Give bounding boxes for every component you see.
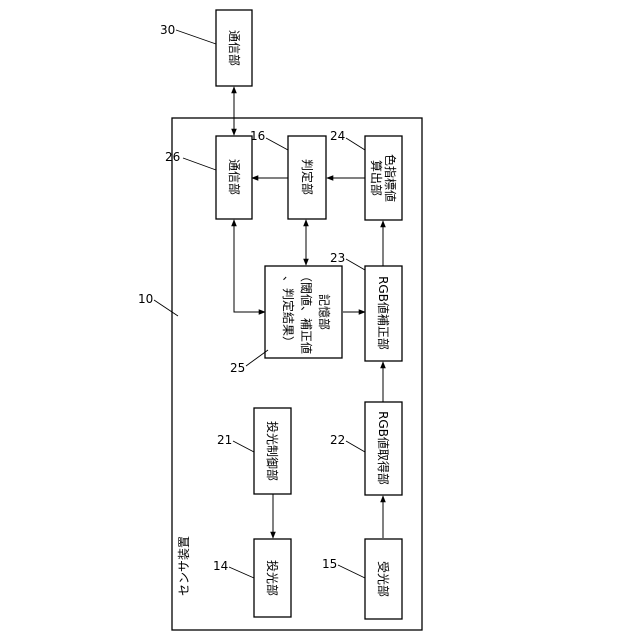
leader-23 — [346, 259, 365, 270]
leader-22 — [346, 441, 365, 452]
block-projector: 投光部 — [254, 539, 291, 617]
block-rgb-correct: RGB値補正部 — [365, 266, 402, 361]
ref-24: 24 — [330, 129, 345, 143]
block-comm-label: 通信部 — [227, 159, 242, 195]
ref-30: 30 — [160, 23, 175, 37]
block-storage-line2: （閾値、補正値 — [299, 270, 314, 354]
leader-10 — [154, 300, 178, 316]
ref-25: 25 — [230, 361, 245, 375]
ref-23: 23 — [330, 251, 345, 265]
ref-15: 15 — [322, 557, 337, 571]
block-comm: 通信部 — [216, 136, 252, 219]
block-comm-external: 通信部 — [216, 10, 252, 86]
ref-16: 16 — [250, 129, 265, 143]
block-storage-line3: 、判定結果） — [281, 276, 296, 348]
leader-15 — [338, 565, 365, 578]
block-receiver: 受光部 — [365, 539, 402, 619]
block-rgb-correct-label: RGB値補正部 — [376, 276, 391, 350]
block-comm-external-label: 通信部 — [227, 30, 242, 66]
block-proj-control: 投光制御部 — [254, 408, 291, 494]
ref-22: 22 — [330, 433, 345, 447]
arrow-comm-storage — [234, 220, 265, 312]
leader-30 — [176, 30, 216, 44]
block-storage: 記憶部 （閾値、補正値 、判定結果） — [265, 266, 342, 358]
ref-14: 14 — [213, 559, 228, 573]
block-projector-label: 投光部 — [265, 560, 280, 596]
ref-21: 21 — [217, 433, 232, 447]
block-storage-line1: 記憶部 — [317, 294, 332, 330]
block-proj-control-label: 投光制御部 — [265, 421, 280, 481]
leader-26 — [183, 158, 216, 170]
leader-14 — [229, 567, 254, 578]
sensor-device-title: センサ装置 — [177, 536, 191, 596]
block-color-calc-line1: 色指標値 — [383, 154, 398, 202]
block-judge-label: 判定部 — [300, 159, 315, 195]
leader-16 — [266, 138, 288, 150]
block-color-calc-line2: 算出部 — [369, 160, 384, 196]
block-rgb-acquire: RGB値取得部 — [365, 402, 402, 495]
block-judge: 判定部 — [288, 136, 326, 219]
ref-10: 10 — [138, 292, 153, 306]
block-receiver-label: 受光部 — [376, 561, 391, 597]
ref-26: 26 — [165, 150, 180, 164]
block-color-calc: 色指標値 算出部 — [365, 136, 402, 220]
leader-24 — [346, 138, 365, 150]
block-rgb-acquire-label: RGB値取得部 — [376, 411, 391, 485]
leader-21 — [233, 441, 254, 452]
